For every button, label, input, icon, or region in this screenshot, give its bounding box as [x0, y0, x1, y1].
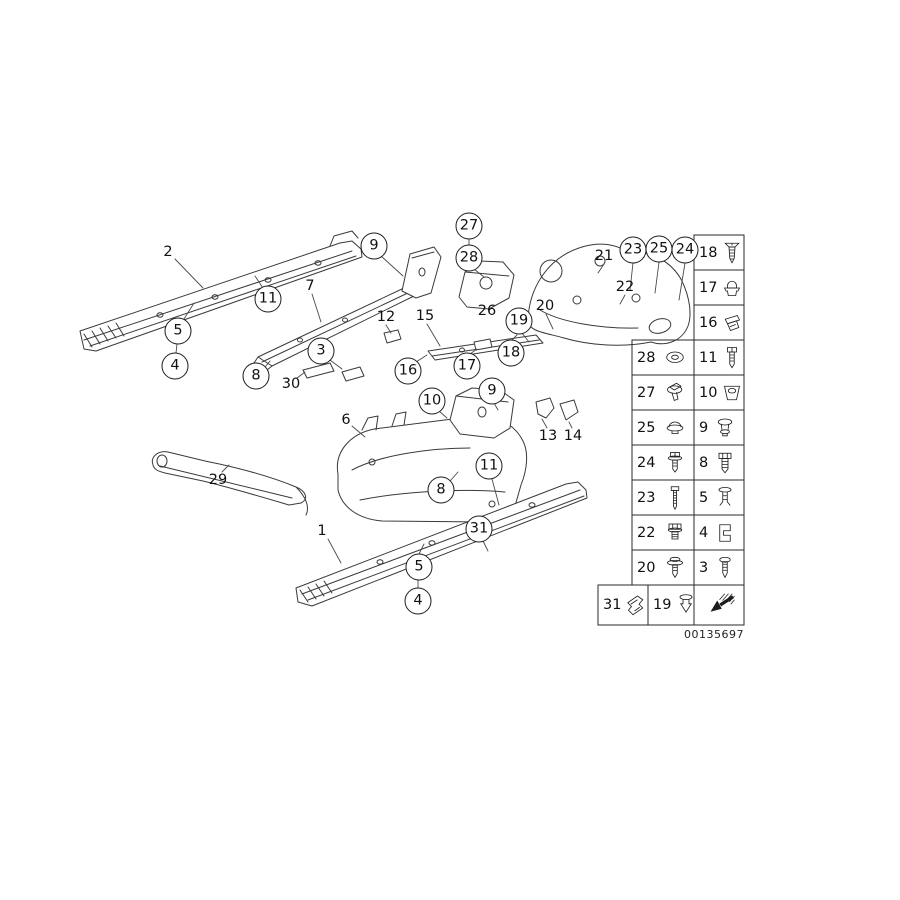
- part-21-mounting-plate: [527, 243, 691, 346]
- part-12-clip: [383, 329, 402, 344]
- part-3-clip: [341, 366, 365, 382]
- part-14-clip: [559, 399, 579, 421]
- part-13-clip: [535, 397, 555, 419]
- part-1-sill-rail: [295, 481, 588, 607]
- part-29-support-bar: [151, 451, 309, 516]
- part-15-strip: [427, 334, 544, 361]
- part-26-bracket: [458, 260, 515, 310]
- part-30-plate: [302, 362, 335, 379]
- part-bulkhead-bracket: [449, 387, 515, 439]
- part-2-cross-member: [79, 230, 363, 352]
- diagram-code: 00135697: [684, 628, 744, 641]
- part-6-underfloor-panel: [336, 411, 528, 523]
- legend-grid: [597, 234, 745, 626]
